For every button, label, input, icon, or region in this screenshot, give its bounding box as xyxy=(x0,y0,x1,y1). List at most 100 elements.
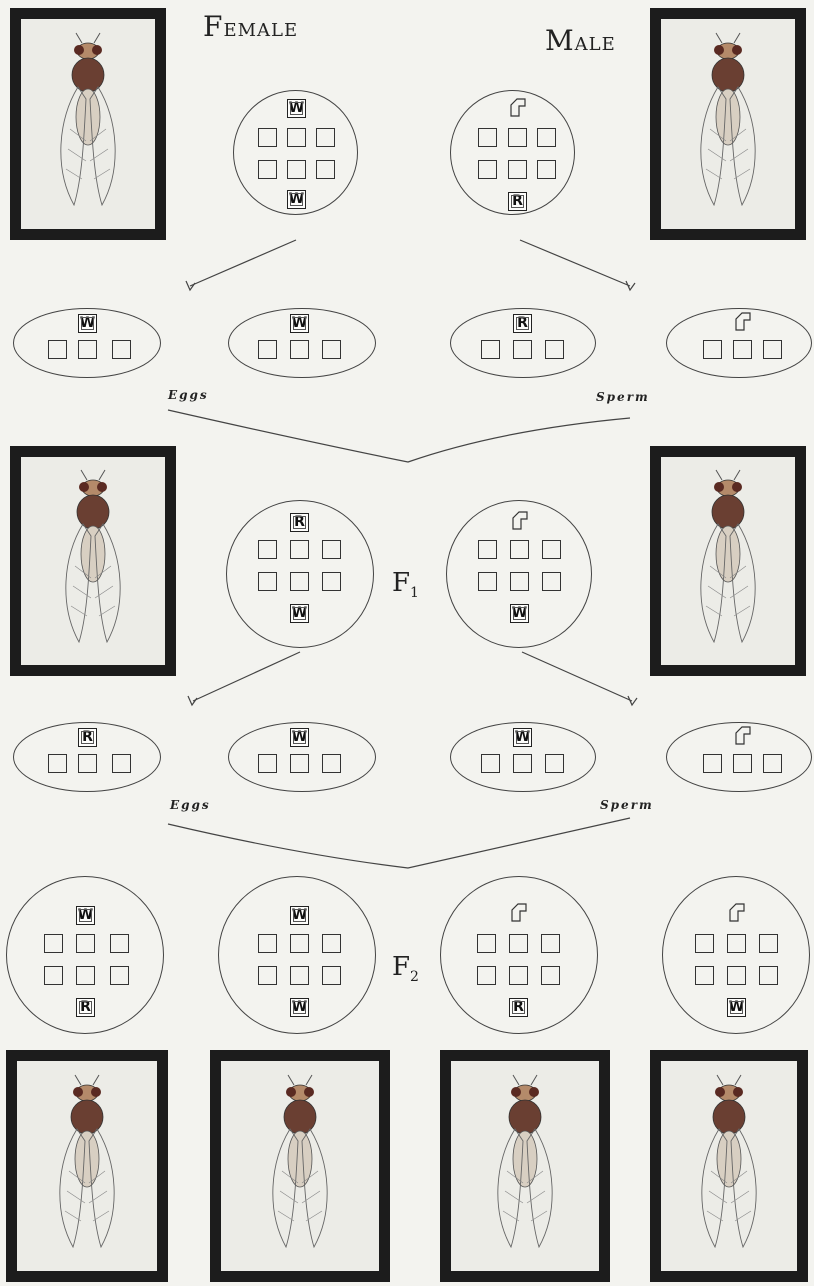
autosome xyxy=(258,160,277,179)
arrow-head xyxy=(188,696,197,705)
x-chromosome-red: R xyxy=(513,314,532,333)
autosome xyxy=(695,966,714,985)
x-chromosome-white: W xyxy=(513,728,532,747)
fly-panel-parent-female xyxy=(10,8,166,240)
x-chromosome-white: W xyxy=(510,604,529,623)
autosome xyxy=(478,128,497,147)
fly-panel-f2-4 xyxy=(650,1050,808,1282)
fly-red-eye-male-icon xyxy=(485,1071,565,1261)
autosome xyxy=(703,340,722,359)
brace-fertilization-1 xyxy=(168,410,630,462)
brace-fertilization-2 xyxy=(168,818,630,868)
arrow-male-to-sperm xyxy=(520,240,630,286)
autosome xyxy=(733,340,752,359)
autosome xyxy=(258,966,277,985)
autosome xyxy=(290,340,309,359)
autosome xyxy=(44,934,63,953)
x-chromosome-white: W xyxy=(290,604,309,623)
arrow-f1-female-to-eggs xyxy=(193,652,300,701)
autosome xyxy=(322,754,341,773)
autosome xyxy=(258,754,277,773)
autosome xyxy=(478,160,497,179)
y-chromosome-icon xyxy=(733,312,752,331)
autosome xyxy=(508,128,527,147)
caption-eggs: Eggs xyxy=(168,388,209,402)
autosome xyxy=(537,160,556,179)
fly-white-eye-male-icon xyxy=(689,1071,769,1261)
autosome xyxy=(258,572,277,591)
fly-white-eye-female-icon xyxy=(260,1071,340,1261)
autosome xyxy=(316,128,335,147)
autosome xyxy=(78,754,97,773)
caption-sperm: Sperm xyxy=(596,390,650,404)
autosome xyxy=(509,966,528,985)
fly-red-eye-female-icon xyxy=(53,466,133,656)
y-chromosome-icon xyxy=(727,903,746,922)
autosome xyxy=(258,934,277,953)
autosome xyxy=(290,540,309,559)
x-chromosome-white: W xyxy=(290,906,309,925)
autosome xyxy=(513,340,532,359)
autosome xyxy=(258,540,277,559)
generation-label-f1: F1 xyxy=(392,568,419,601)
y-chromosome-icon xyxy=(510,511,529,530)
autosome xyxy=(481,754,500,773)
fly-red-eye-female-icon xyxy=(47,1071,127,1261)
autosome xyxy=(477,934,496,953)
autosome xyxy=(545,340,564,359)
autosome xyxy=(513,754,532,773)
autosome xyxy=(48,754,67,773)
autosome xyxy=(322,340,341,359)
x-chromosome-white: W xyxy=(290,998,309,1017)
autosome xyxy=(542,572,561,591)
autosome xyxy=(510,572,529,591)
autosome xyxy=(703,754,722,773)
autosome xyxy=(258,128,277,147)
x-chromosome-red: R xyxy=(290,513,309,532)
autosome xyxy=(322,540,341,559)
y-chromosome-icon xyxy=(509,903,528,922)
x-chromosome-white: W xyxy=(287,99,306,118)
autosome xyxy=(727,966,746,985)
fly-white-eye-male-icon xyxy=(688,29,768,219)
autosome xyxy=(541,966,560,985)
caption-sperm: Sperm xyxy=(600,798,654,812)
fly-panel-f1-male xyxy=(650,446,806,676)
autosome xyxy=(763,754,782,773)
y-chromosome-icon xyxy=(508,98,527,117)
arrow-head xyxy=(628,696,637,705)
autosome xyxy=(541,934,560,953)
autosome xyxy=(258,340,277,359)
autosome xyxy=(287,160,306,179)
autosome xyxy=(287,128,306,147)
y-chromosome-icon xyxy=(733,726,752,745)
autosome xyxy=(509,934,528,953)
x-chromosome-red: R xyxy=(508,192,527,211)
autosome xyxy=(477,966,496,985)
fly-white-eye-male-icon xyxy=(688,466,768,656)
autosome xyxy=(537,128,556,147)
autosome xyxy=(110,966,129,985)
autosome xyxy=(316,160,335,179)
autosome xyxy=(478,572,497,591)
autosome xyxy=(290,934,309,953)
autosome xyxy=(759,934,778,953)
x-chromosome-red: R xyxy=(509,998,528,1017)
autosome xyxy=(290,966,309,985)
autosome xyxy=(481,340,500,359)
autosome xyxy=(76,966,95,985)
x-chromosome-white: W xyxy=(76,906,95,925)
heading-female: FEMALE xyxy=(203,10,298,43)
fly-panel-f1-female xyxy=(10,446,176,676)
x-chromosome-white: W xyxy=(287,190,306,209)
autosome xyxy=(478,540,497,559)
autosome xyxy=(112,340,131,359)
autosome xyxy=(763,340,782,359)
fly-panel-parent-male xyxy=(650,8,806,240)
autosome xyxy=(48,340,67,359)
fly-panel-f2-1 xyxy=(6,1050,168,1282)
fly-red-eye-female-icon xyxy=(48,29,128,219)
autosome xyxy=(545,754,564,773)
autosome xyxy=(44,966,63,985)
arrow-female-to-eggs xyxy=(190,240,296,286)
